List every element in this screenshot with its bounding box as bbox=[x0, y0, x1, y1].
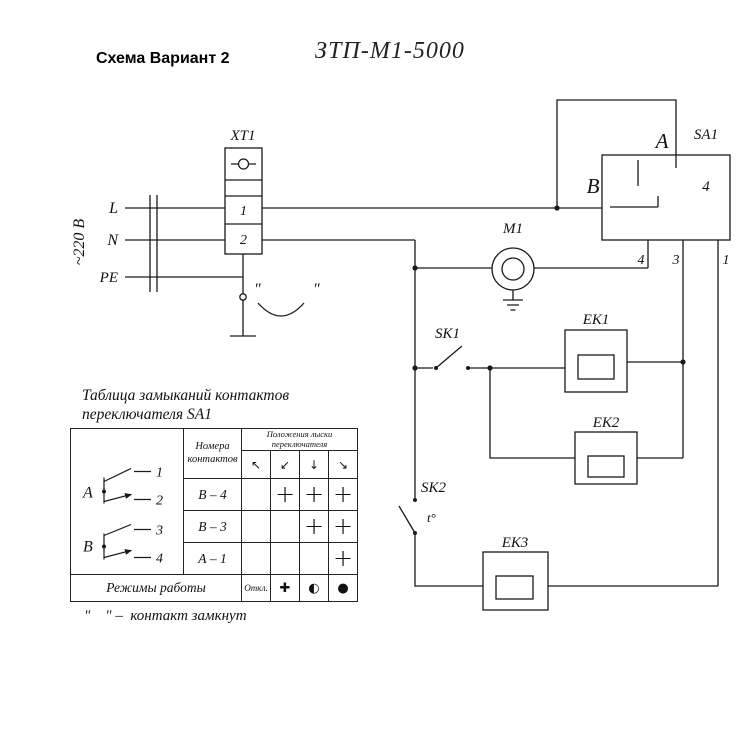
sa1-inner-4: 4 bbox=[702, 179, 710, 195]
sk1-label: SK1 bbox=[435, 326, 460, 342]
line-n-label: N bbox=[106, 232, 119, 249]
cable-marks bbox=[149, 195, 158, 292]
model-number: ЗТП-М1-5000 bbox=[315, 38, 465, 64]
sa1-b-label: В bbox=[587, 174, 600, 198]
mark-cell: + bbox=[300, 511, 329, 543]
mark-cell: + bbox=[329, 543, 357, 575]
mark-cell bbox=[242, 479, 271, 511]
thermal-switch-sk2 bbox=[398, 505, 483, 587]
position-arrow-2: ↙ bbox=[271, 451, 300, 479]
mode-off: Откл. bbox=[242, 575, 271, 601]
page-title: Схема Вариант 2 bbox=[96, 50, 230, 67]
ek1-label: ЕК1 bbox=[582, 312, 610, 328]
heater-ek3 bbox=[482, 551, 718, 611]
m1-label: М1 bbox=[502, 221, 523, 237]
contact-table: А В 1 2 3 4 Номера контактов Положения л… bbox=[70, 428, 358, 602]
col-header-contacts-line2: контактов bbox=[187, 453, 238, 465]
position-arrow-4: ↘ bbox=[329, 451, 357, 479]
xt1-label: ХТ1 bbox=[229, 128, 255, 144]
ground-quote-left: " bbox=[254, 281, 261, 298]
ground-quote-right: " bbox=[313, 281, 320, 298]
motor-m1 bbox=[415, 247, 648, 311]
wire-pe-ground bbox=[125, 254, 305, 337]
diagram-contact-2: 2 bbox=[156, 494, 163, 509]
row-label-b3: В – 3 bbox=[184, 511, 242, 543]
footnote: " " – контакт замкнут bbox=[84, 608, 247, 624]
mode-full-power-symbol: ● bbox=[337, 580, 349, 596]
mark-cell bbox=[271, 511, 300, 543]
col-header-contacts-line1: Номера bbox=[195, 440, 230, 452]
voltage-label: ~220 В bbox=[71, 219, 88, 266]
col-header-positions: Положения лыски переключателя bbox=[242, 429, 357, 451]
mark-cell: + bbox=[329, 479, 357, 511]
mark-cell bbox=[271, 543, 300, 575]
row-label-b4: В – 4 bbox=[184, 479, 242, 511]
mark-cell bbox=[242, 543, 271, 575]
diagram-switch-a: А bbox=[82, 485, 93, 502]
xt1-terminal-1: 1 bbox=[240, 204, 247, 219]
mark-cell: + bbox=[300, 479, 329, 511]
mark-cell bbox=[300, 543, 329, 575]
col-header-positions-line2: переключателя bbox=[271, 438, 328, 449]
table-title-line1: Таблица замыканий контактов bbox=[82, 387, 290, 404]
diagram-switch-b: В bbox=[83, 539, 93, 556]
sa1-label: SA1 bbox=[694, 127, 718, 143]
thermal-switch-sk1 bbox=[415, 345, 490, 369]
diagram-contact-1: 1 bbox=[156, 466, 163, 481]
mark-cell: + bbox=[271, 479, 300, 511]
line-pe-label: PE bbox=[99, 270, 118, 286]
table-switch-diagram: А В 1 2 3 4 bbox=[71, 429, 184, 575]
sa1-lead-1: 1 bbox=[723, 253, 730, 268]
mode-half-power-symbol: ◐ bbox=[300, 575, 329, 601]
wire-l bbox=[125, 99, 677, 209]
position-arrow-1: ↖ bbox=[242, 451, 271, 479]
line-l-label: L bbox=[108, 200, 118, 217]
sa1-a-label: А bbox=[654, 129, 669, 153]
table-title: Таблица замыканий контактов переключател… bbox=[82, 386, 289, 425]
schematic-labels: ~220 В L N PE ХТ1 1 2 " " А SA1 В 4 4 3 … bbox=[71, 127, 730, 551]
junction-dots bbox=[412, 205, 686, 535]
ek2-label: ЕК2 bbox=[592, 415, 620, 431]
diagram-contact-3: 3 bbox=[155, 524, 163, 539]
sa1-lead-4: 4 bbox=[638, 253, 645, 268]
xt1-terminal-2: 2 bbox=[240, 233, 247, 248]
sa1-lead-3: 3 bbox=[672, 253, 680, 268]
switch-diagram-drawing: А В 1 2 3 4 bbox=[82, 466, 163, 567]
col-header-contacts: Номера контактов bbox=[184, 429, 242, 479]
terminal-block-xt1 bbox=[224, 147, 263, 255]
sk2-temp-label: t° bbox=[427, 510, 436, 525]
mark-cell bbox=[242, 511, 271, 543]
col-header-positions-line1: Положения лыски bbox=[266, 429, 333, 439]
sk2-label: SK2 bbox=[421, 480, 447, 496]
switch-sa1 bbox=[601, 154, 731, 586]
diagram-contact-4: 4 bbox=[156, 552, 163, 567]
ek3-label: ЕК3 bbox=[501, 535, 529, 551]
mode-fan-symbol: ✚ bbox=[271, 575, 300, 601]
row-label-a1: А – 1 bbox=[184, 543, 242, 575]
modes-row-label: Режимы работы bbox=[71, 575, 242, 601]
position-arrow-3: ↓ bbox=[300, 451, 329, 479]
table-title-line2: переключателя SA1 bbox=[82, 406, 212, 424]
mark-cell: + bbox=[329, 511, 357, 543]
heater-ek1 bbox=[489, 329, 683, 459]
heater-ek2 bbox=[574, 431, 683, 485]
